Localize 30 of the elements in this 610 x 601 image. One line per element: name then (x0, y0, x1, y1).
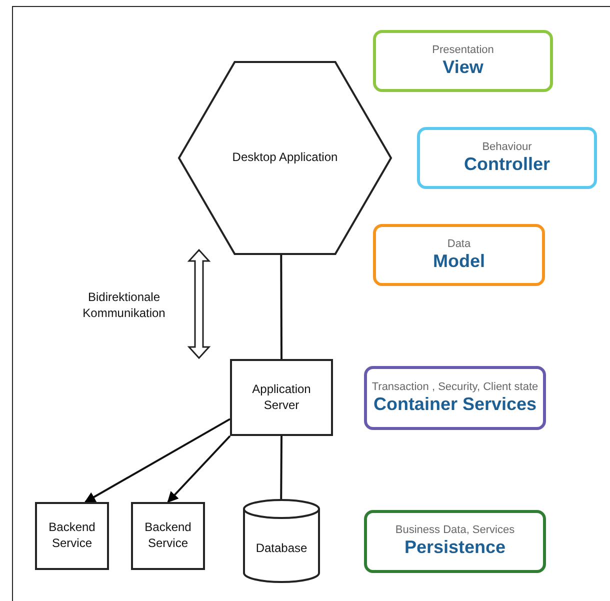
process-box (230, 359, 333, 436)
process-box (35, 502, 109, 570)
arrow (167, 435, 231, 503)
layer-title: Container Services (373, 394, 537, 416)
node-label: Desktop Application (232, 150, 338, 166)
node-label: Backend Service (48, 520, 96, 552)
process-box (131, 502, 205, 570)
arrow (84, 418, 230, 503)
layer-caption: Data (447, 238, 471, 251)
hexagon-node (178, 61, 392, 255)
layer-caption: Presentation (432, 44, 494, 57)
layer-title: Persistence (404, 537, 506, 559)
layer-caption: Business Data, Services (395, 524, 515, 538)
node-label: Database (256, 541, 308, 557)
layer-title: Model (433, 250, 485, 272)
layer-box (373, 224, 545, 286)
annotation-text: Bidirektionale Kommunikation (82, 290, 166, 322)
node-label: Backend Service (144, 520, 192, 552)
layer-title: View (442, 56, 484, 78)
layer-title: Controller (464, 154, 550, 176)
connector-line (280, 255, 282, 359)
layer-box (417, 127, 597, 189)
node-label: Application Server (251, 382, 312, 414)
layer-box (373, 30, 553, 92)
layer-caption: Transaction , Security, Client state (372, 380, 538, 394)
database-cylinder (243, 499, 320, 583)
layer-caption: Behaviour (482, 140, 532, 154)
layer-box (364, 510, 546, 573)
connector-line (280, 436, 282, 499)
layer-box (364, 366, 546, 430)
